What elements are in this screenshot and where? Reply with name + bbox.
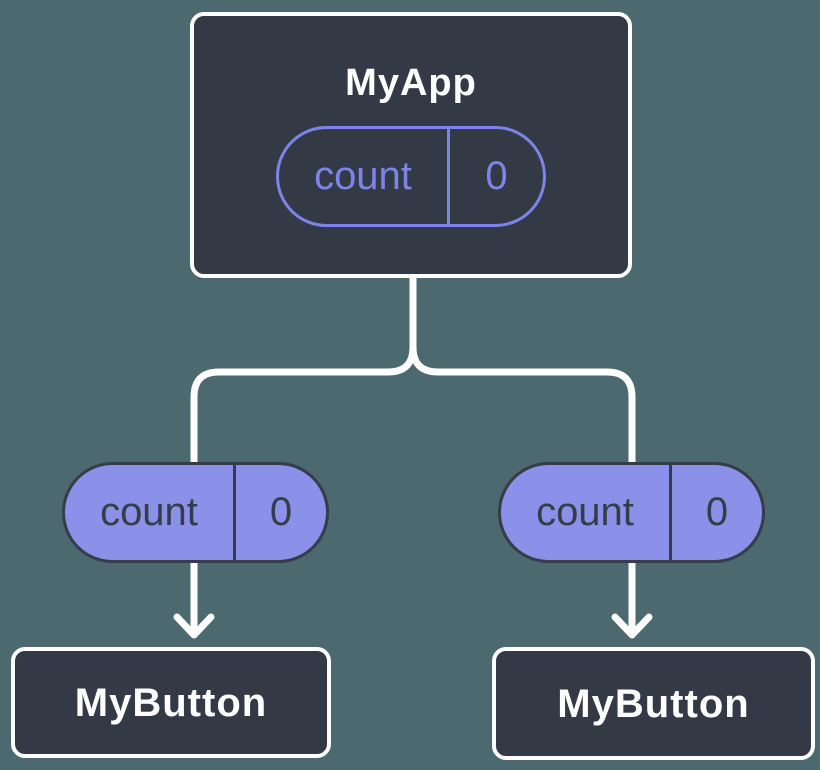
- connector-root-to-right: [409, 269, 636, 637]
- node-mybutton-right-title: MyButton: [557, 681, 750, 726]
- node-myapp: MyApp count 0: [190, 12, 632, 278]
- arrow-head-left-icon: [173, 613, 215, 639]
- prop-name: count: [314, 154, 412, 199]
- prop-name: count: [100, 490, 198, 534]
- node-mybutton-right: MyButton: [492, 647, 815, 760]
- node-mybutton-left: MyButton: [11, 647, 331, 758]
- pill-divider: [233, 465, 236, 560]
- pill-divider: [669, 465, 672, 560]
- prop-pill-root: count 0: [276, 126, 546, 228]
- arrow-head-right-icon: [611, 613, 653, 639]
- prop-pill-left: count 0: [62, 462, 329, 563]
- prop-name: count: [536, 490, 634, 534]
- prop-pill-right: count 0: [498, 462, 765, 563]
- pill-divider: [447, 129, 450, 225]
- node-mybutton-left-title: MyButton: [74, 680, 268, 725]
- prop-value: 0: [485, 154, 508, 199]
- prop-value: 0: [269, 490, 293, 534]
- connector-root-to-left: [190, 269, 417, 637]
- node-myapp-title: MyApp: [345, 61, 477, 104]
- prop-value: 0: [705, 490, 729, 534]
